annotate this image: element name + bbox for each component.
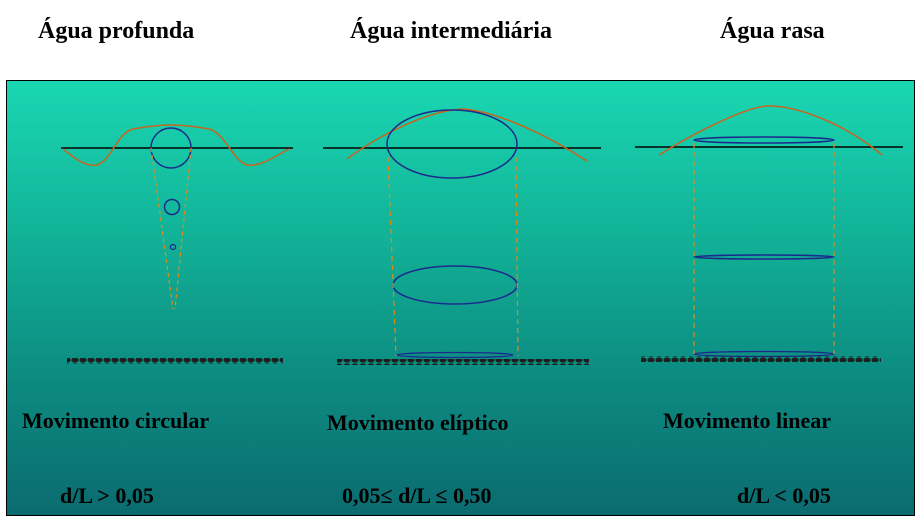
- condition-shallow-water: d/L < 0,05: [737, 483, 831, 508]
- label-elliptical-motion: Movimento elíptico: [327, 410, 509, 435]
- shallow-orbit-surface: [693, 136, 835, 144]
- deep-projection-line-left: [150, 147, 174, 310]
- shallow-orbit-middle: [693, 254, 835, 260]
- shallow-orbit-bottom: [693, 350, 835, 358]
- intermediate-projection-line-right: [515, 156, 519, 357]
- label-circular-motion: Movimento circular: [22, 408, 210, 433]
- title-deep-water: Água profunda: [38, 18, 195, 44]
- shallow-wave-profile: [658, 105, 883, 156]
- orbital-motion-diagram: [61, 105, 903, 365]
- deep-wave-profile: [62, 124, 290, 166]
- intermediate-orbit-bottom: [396, 351, 514, 359]
- intermediate-wave-profile: [346, 108, 588, 162]
- shallow-water-diagram: [635, 105, 903, 362]
- intermediate-water-diagram: [323, 108, 601, 365]
- deep-orbit-deep: [169, 243, 177, 251]
- intermediate-orbit-surface: [386, 109, 518, 179]
- shallow-seabed: [641, 356, 881, 362]
- condition-intermediate-water: 0,05≤ d/L ≤ 0,50: [342, 483, 492, 508]
- deep-water-diagram: [61, 124, 293, 364]
- intermediate-seabed: [337, 359, 589, 365]
- deep-projection-line-right: [174, 147, 192, 310]
- title-intermediate-water: Água intermediária: [350, 18, 552, 44]
- condition-deep-water: d/L > 0,05: [60, 483, 154, 508]
- wave-motion-panel: Movimento circular Movimento elíptico Mo…: [6, 80, 915, 516]
- intermediate-projection-line-left: [387, 156, 397, 357]
- intermediate-orbit-middle: [392, 265, 518, 305]
- title-shallow-water: Água rasa: [720, 18, 825, 44]
- label-linear-motion: Movimento linear: [663, 408, 832, 433]
- deep-orbit-middle: [163, 198, 181, 216]
- deep-seabed: [67, 358, 283, 364]
